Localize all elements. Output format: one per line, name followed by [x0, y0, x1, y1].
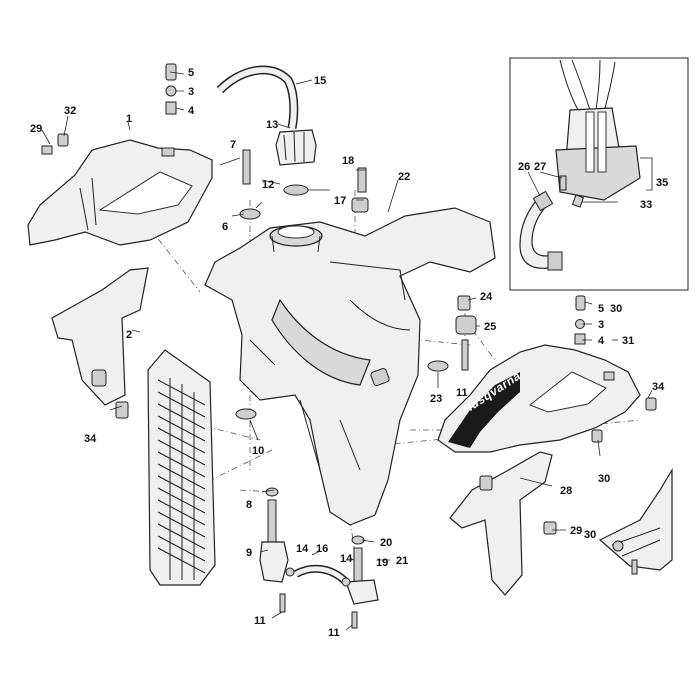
decal [448, 372, 520, 448]
callout-17: 17 [334, 195, 346, 207]
callout-10: 10 [252, 445, 264, 457]
callout-12: 12 [262, 179, 274, 191]
callout-11a: 11 [254, 615, 266, 627]
callout-14a: 14 [296, 543, 309, 555]
callout-29b: 29 [570, 525, 582, 537]
bolt-18 [357, 167, 367, 193]
callout-19: 19 [376, 557, 388, 569]
callout-31: 31 [622, 335, 634, 347]
fuel-tank [204, 207, 496, 526]
callout-27: 27 [534, 161, 546, 173]
callout-13: 13 [266, 119, 278, 131]
callout-7: 7 [230, 139, 236, 151]
callout-8: 8 [246, 499, 252, 511]
callout-30b: 30 [598, 473, 610, 485]
spacer-24 [457, 295, 471, 311]
right-lower-guard [449, 451, 557, 596]
callout-24: 24 [480, 291, 493, 303]
callout-9: 9 [246, 547, 252, 559]
callout-11b: 11 [328, 627, 340, 639]
frame-fragment [598, 467, 673, 575]
radiator [147, 349, 216, 586]
leader-lines [41, 71, 653, 631]
bolt-11-upper [461, 339, 469, 371]
callout-4b: 4 [598, 335, 605, 347]
callout-21: 21 [396, 555, 408, 567]
callout-4: 4 [188, 105, 195, 117]
callout-11c: 11 [456, 387, 468, 399]
callout-2: 2 [126, 329, 132, 341]
callout-34a: 34 [84, 433, 97, 445]
callout-28: 28 [560, 485, 572, 497]
left-radiator-shroud [27, 139, 213, 246]
callout-20: 20 [380, 537, 392, 549]
callout-30a: 30 [610, 303, 622, 315]
callout-16: 16 [316, 543, 328, 555]
clip-left [115, 401, 129, 419]
bushing-25 [455, 315, 477, 335]
fuel-tap-left [259, 487, 295, 613]
bolt-7 [242, 149, 251, 185]
callout-30c: 30 [584, 529, 596, 541]
callout-5: 5 [188, 67, 194, 79]
hardware-stack-right [574, 295, 603, 443]
bushing-17 [351, 197, 369, 213]
clip-right [645, 397, 657, 411]
callout-29a: 29 [30, 123, 42, 135]
callout-35: 35 [656, 177, 668, 189]
callout-23: 23 [430, 393, 442, 405]
callout-5b: 5 [598, 303, 604, 315]
washer-6 [239, 208, 261, 220]
callout-6: 6 [222, 221, 228, 233]
callout-33: 33 [640, 199, 652, 211]
washer-10 [235, 408, 257, 420]
callout-32: 32 [64, 105, 76, 117]
inset-detail [509, 57, 689, 291]
callout-1: 1 [126, 113, 132, 125]
fuel-cap [275, 129, 317, 196]
callout-26: 26 [518, 161, 530, 173]
callout-18: 18 [342, 155, 354, 167]
washer-23 [427, 360, 449, 372]
callout-labels: 1 2 3 4 5 6 7 8 9 10 11 11 11 12 13 14 1… [30, 67, 668, 639]
callout-25: 25 [484, 321, 496, 333]
callout-3: 3 [188, 86, 194, 98]
callout-3b: 3 [598, 319, 604, 331]
fuel-tap-right [341, 535, 379, 629]
callout-22: 22 [398, 171, 410, 183]
left-lower-guard [51, 267, 149, 406]
radiator-core [157, 378, 206, 580]
hardware-stack-left [41, 63, 177, 155]
callout-34b: 34 [652, 381, 665, 393]
callout-15: 15 [314, 75, 326, 87]
callout-14b: 14 [340, 553, 353, 565]
